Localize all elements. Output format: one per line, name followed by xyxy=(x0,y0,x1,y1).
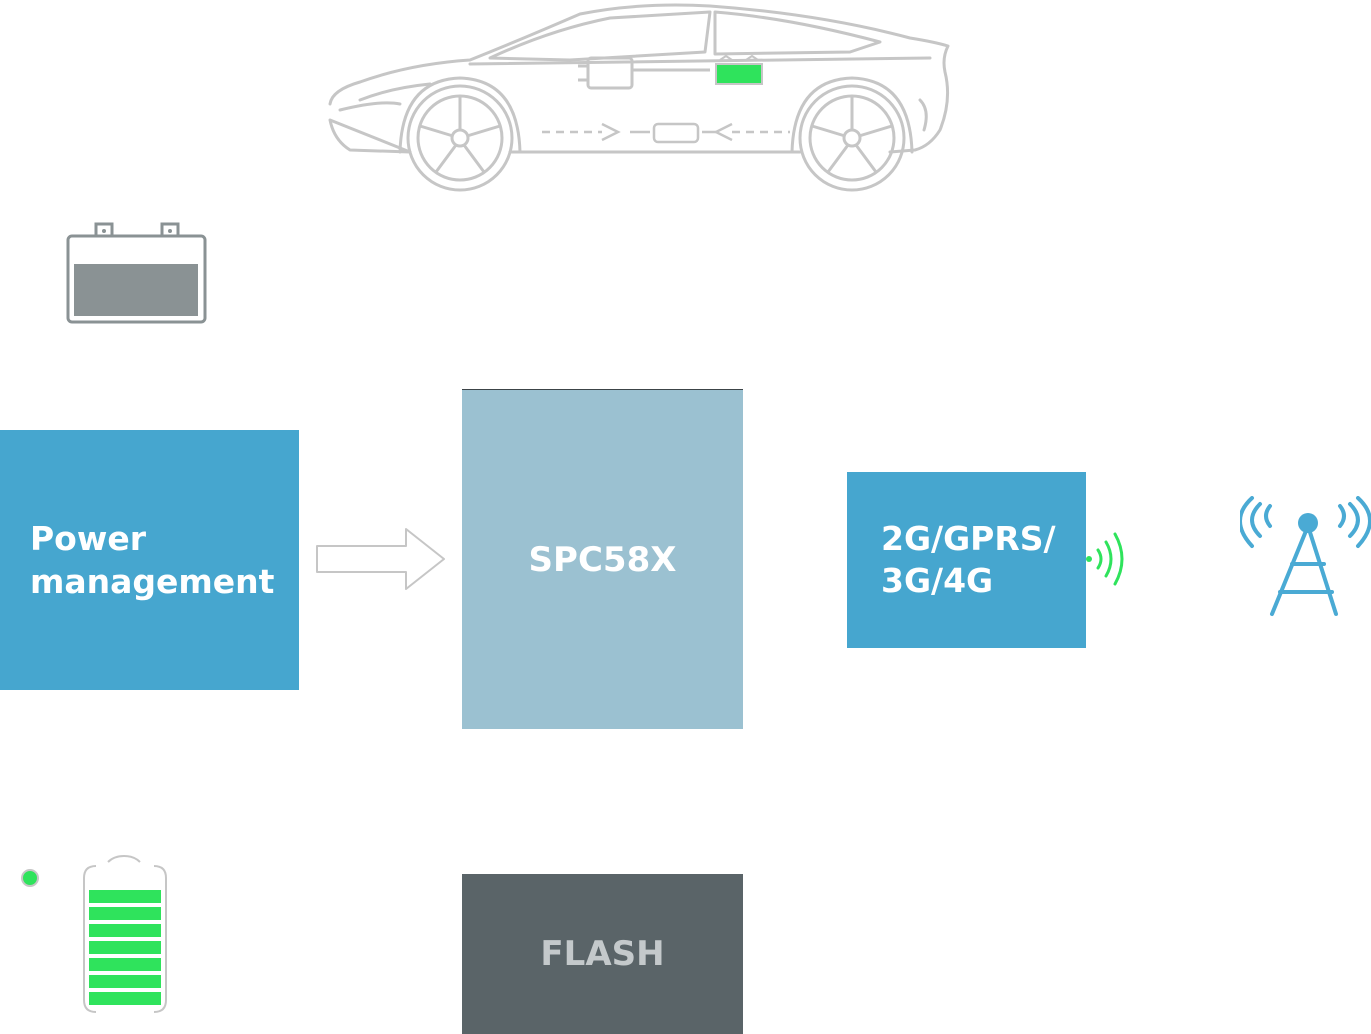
power-management-block: Power management xyxy=(0,430,299,690)
cell-tower-icon xyxy=(1240,496,1371,616)
charge-level-icon xyxy=(21,854,167,1013)
mcu-label: SPC58X xyxy=(528,539,677,580)
flash-label: FLASH xyxy=(540,934,665,974)
mcu-block: SPC58X xyxy=(462,389,743,729)
flash-block: FLASH xyxy=(462,874,743,1034)
car-outline-icon xyxy=(328,3,950,192)
wireless-signal-icon xyxy=(1086,532,1124,586)
car-battery-icon xyxy=(66,222,207,324)
power-management-label: Power management xyxy=(30,519,275,601)
modem-label: 2G/GPRS/ 3G/4G xyxy=(881,519,1056,600)
modem-block: 2G/GPRS/ 3G/4G xyxy=(847,472,1086,648)
right-arrow-icon xyxy=(316,528,445,590)
